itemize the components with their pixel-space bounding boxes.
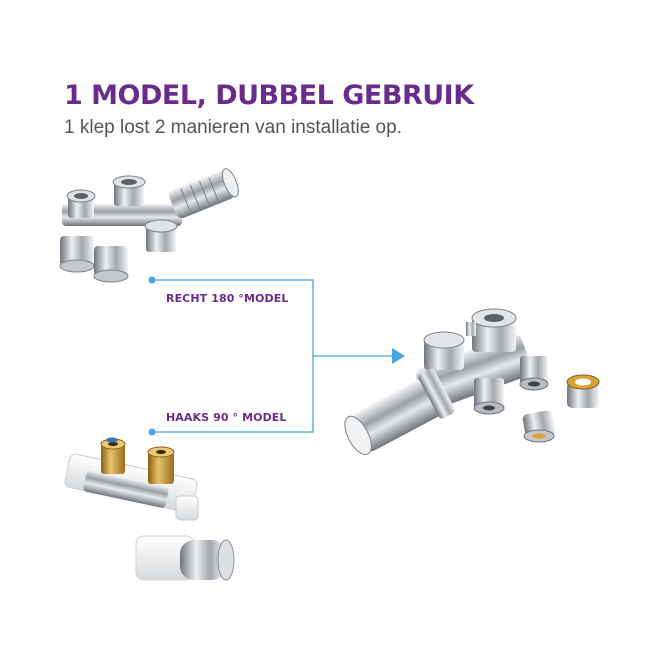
page-title: 1 MODEL, DUBBEL GEBRUIK [64,80,474,111]
valve-straight-icon [59,168,239,283]
thermostatic-head-icon [135,535,235,581]
valve-angled-icon [64,437,199,521]
option-label-recht: RECHT 180 °MODEL [166,292,289,305]
page-subtitle: 1 klep lost 2 manieren van installatie o… [64,117,402,138]
arrow-right-icon [392,348,405,364]
option-label-haaks: HAAKS 90 ° MODEL [166,411,287,424]
compression-fitting-icon [522,374,600,443]
connector-lines [152,279,392,433]
valve-combined-icon [344,308,549,456]
connector-dot-recht [148,276,156,284]
connector-dot-haaks [148,428,156,436]
